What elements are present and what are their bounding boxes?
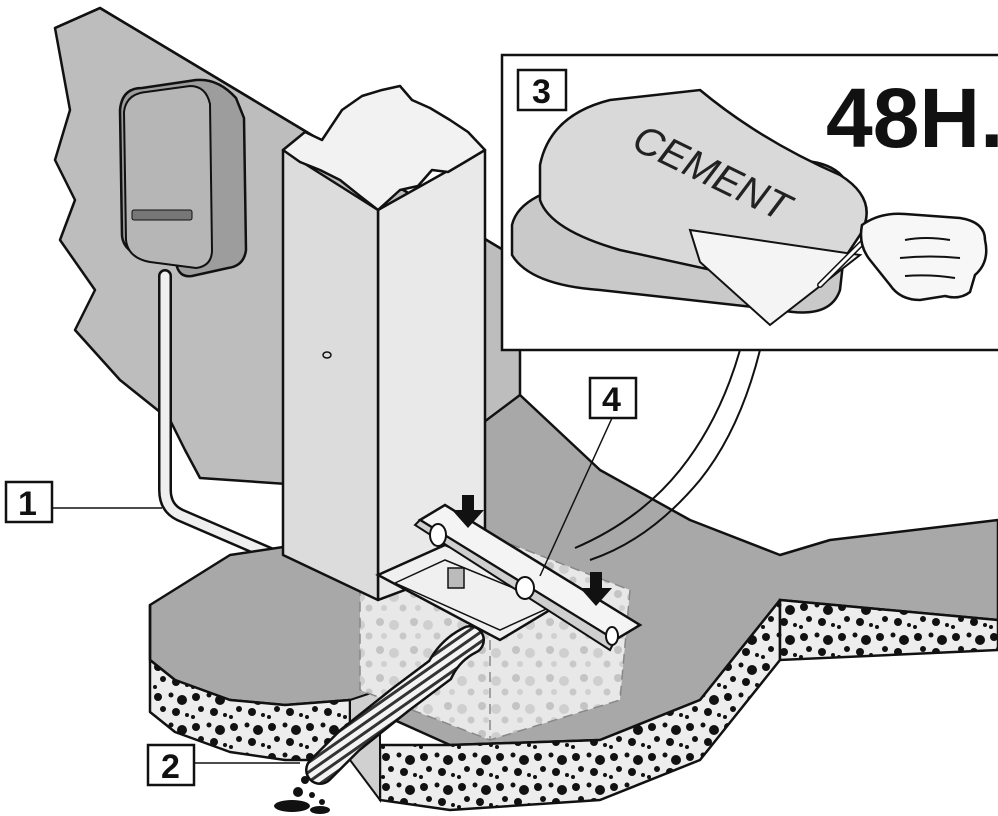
callout-1: 1 (4, 480, 162, 524)
callout-number: 2 (161, 748, 180, 786)
press-arrow-right (580, 572, 612, 606)
drain-hose (274, 625, 485, 814)
cure-time-label: 48H. (826, 71, 998, 165)
control-box (118, 78, 248, 278)
inset-panel: CEMENT 48H. (500, 53, 998, 561)
level-vial (605, 626, 619, 646)
water-drain-drops (274, 776, 330, 814)
trowel (688, 228, 868, 327)
press-arrow-left (452, 495, 484, 528)
level-vial (429, 523, 447, 547)
spirit-level (413, 503, 643, 652)
callout-2: 2 (146, 743, 300, 787)
callout-4: 4 (539, 376, 638, 577)
callout-number: 1 (18, 485, 37, 523)
callout-3: 3 (516, 68, 568, 112)
base-plate (375, 543, 573, 642)
hand-icon (859, 212, 988, 302)
post-hole (322, 351, 332, 359)
bollard-post (281, 84, 487, 602)
callout-number: 3 (532, 73, 551, 111)
cable-conduit (158, 269, 477, 647)
callout-number: 4 (602, 381, 621, 419)
level-vial (515, 576, 535, 600)
brand-plate (131, 209, 193, 221)
